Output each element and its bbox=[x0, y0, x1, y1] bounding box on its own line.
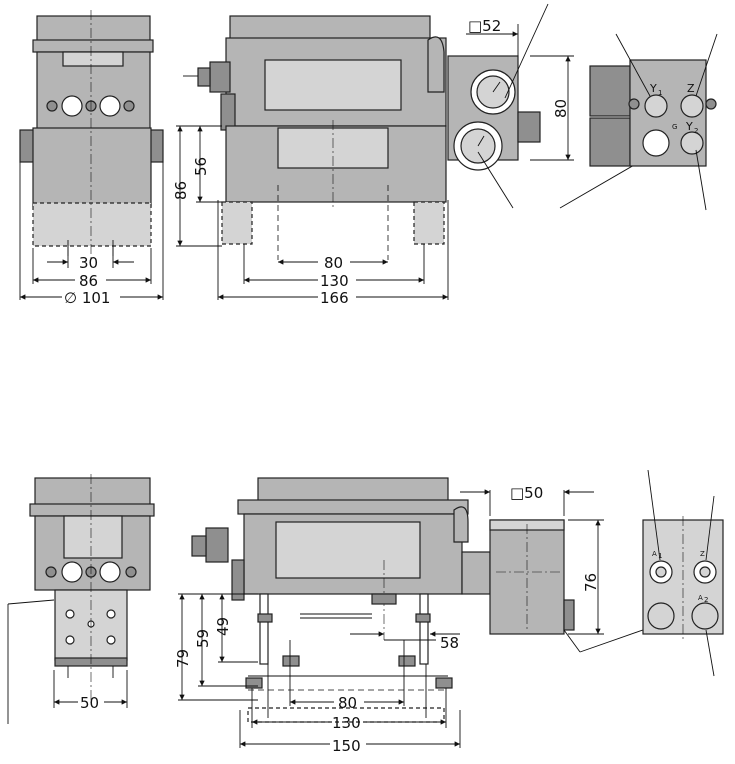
port-y1: Y bbox=[649, 82, 657, 95]
dim-76: 76 bbox=[582, 573, 600, 592]
dim-79: 79 bbox=[174, 649, 192, 668]
dim-sq52: □52 bbox=[468, 17, 501, 35]
port-y2-sub: 2 bbox=[694, 127, 698, 135]
dim-166: 166 bbox=[320, 289, 349, 307]
port-z: Z bbox=[687, 82, 695, 95]
side-view-bottom: 50 bbox=[7, 474, 155, 724]
square-block-view: □50 76 bbox=[460, 484, 661, 653]
front-view-bottom: 79 59 49 58 80 130 150 bbox=[174, 477, 469, 755]
dim-80: 80 bbox=[324, 254, 343, 272]
port-a2: A bbox=[698, 594, 703, 602]
dim-86: 86 bbox=[79, 272, 98, 290]
dim-86-vert: 86 bbox=[172, 181, 190, 200]
port-z-face: Z bbox=[700, 550, 705, 558]
port-a1-sub: 1 bbox=[658, 552, 662, 560]
dim-80-bottom: 80 bbox=[338, 694, 357, 712]
dim-150: 150 bbox=[332, 737, 361, 755]
side-view-top: 30 86 ∅ 101 bbox=[19, 10, 164, 307]
port-y1-sub: 1 bbox=[658, 89, 662, 97]
port-face-view: A 1 Z A 2 bbox=[642, 469, 724, 677]
dim-56-vert: 56 bbox=[192, 157, 210, 176]
port-a1: A bbox=[652, 550, 657, 558]
dim-130-bottom: 130 bbox=[332, 714, 361, 732]
dim-50-side: 50 bbox=[80, 694, 99, 712]
dim-49: 49 bbox=[214, 617, 232, 636]
dim-30: 30 bbox=[79, 254, 98, 272]
port-a2-sub: 2 bbox=[704, 596, 708, 604]
port-g: G bbox=[672, 123, 677, 131]
front-view-top: 86 56 80 130 166 bbox=[172, 15, 449, 307]
dim-130: 130 bbox=[320, 272, 349, 290]
dim-59: 59 bbox=[194, 629, 212, 648]
port-y2: Y bbox=[685, 120, 693, 133]
dim-101: ∅ 101 bbox=[64, 289, 110, 307]
gauge-block-view: □52 80 bbox=[447, 3, 661, 209]
dim-58: 58 bbox=[440, 634, 459, 652]
dim-sq50: □50 bbox=[510, 484, 543, 502]
port-side-view: Y 1 Z G Y 2 bbox=[589, 33, 718, 211]
dim-80-gauge: 80 bbox=[552, 99, 570, 118]
